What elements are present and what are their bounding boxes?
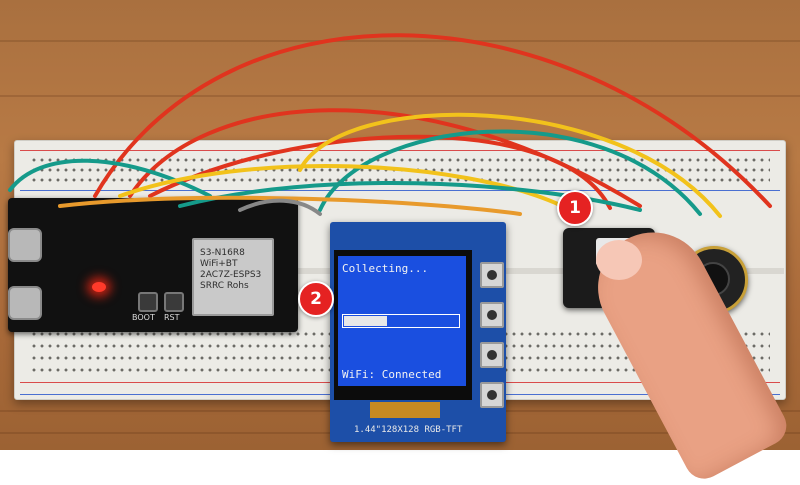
wire-gray [238, 198, 322, 216]
wifi-module [192, 238, 274, 316]
wire-red [128, 108, 642, 208]
screen-title: Collecting... [342, 262, 429, 275]
jumper-wires [8, 33, 772, 218]
wire-orange [58, 195, 522, 216]
ground-rail-top [20, 190, 780, 191]
wifi-module-text: S3-N16R8 WiFi+BT 2AC7Z-ESPS3 SRRC Rohs [200, 248, 262, 291]
fingertip [596, 240, 642, 280]
tft-button-k1 [480, 262, 504, 288]
tft-button-k2 [480, 302, 504, 328]
boot-label: BOOT [132, 313, 155, 322]
tft-button-k4 [480, 382, 504, 408]
usb-port-top [8, 228, 42, 262]
wire-yellow [298, 112, 722, 218]
reset-button [164, 292, 184, 312]
callout-1: 1 [557, 190, 593, 226]
flex-cable [370, 402, 440, 418]
usb-port-bottom [8, 286, 42, 320]
progress-bar-fill [344, 316, 387, 326]
callout-2: 2 [298, 281, 334, 317]
wire-teal [318, 129, 702, 216]
wire-red-short [148, 134, 612, 210]
tft-button-k3 [480, 342, 504, 368]
wire-red-long [93, 33, 772, 208]
power-rail-top [20, 150, 780, 151]
status-led [92, 282, 106, 292]
screen-status: WiFi: Connected [342, 368, 442, 381]
tft-screen: Collecting... WiFi: Connected [338, 256, 466, 386]
rst-label: RST [164, 313, 180, 322]
boot-button [138, 292, 158, 312]
tft-pcb-label: 1.44"128X128 RGB-TFT [354, 425, 463, 435]
progress-bar [342, 314, 460, 328]
